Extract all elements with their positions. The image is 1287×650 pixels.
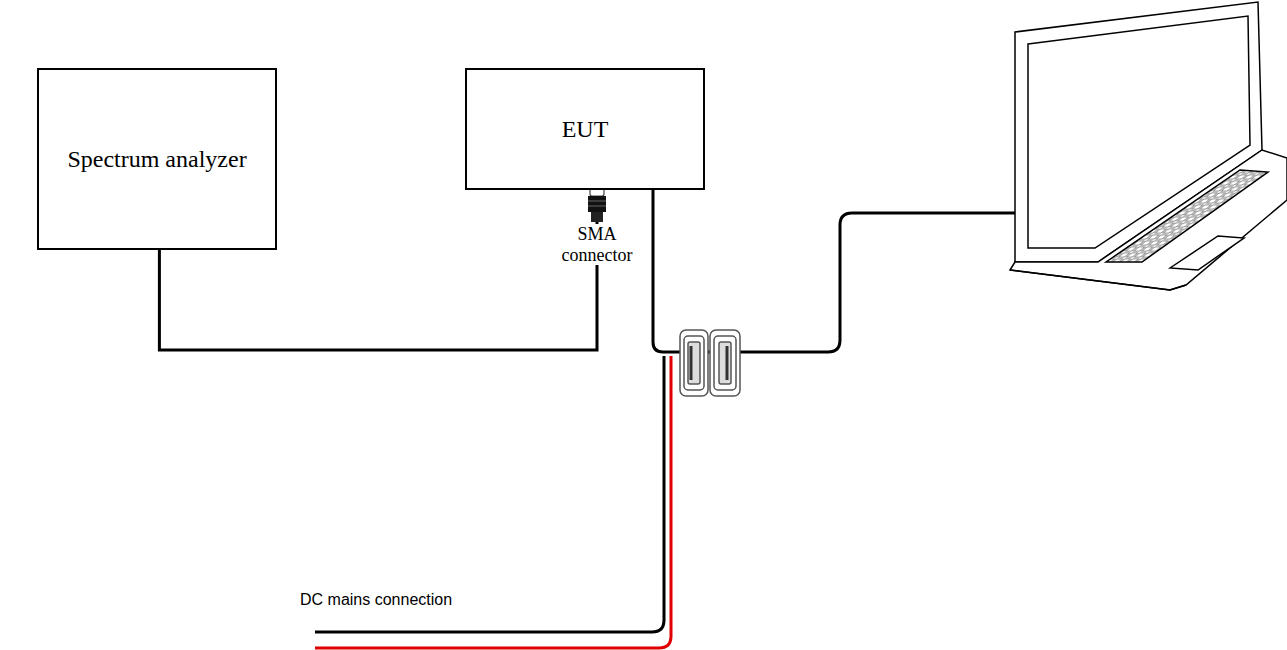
box-label: Spectrum analyzer <box>57 140 256 179</box>
equipment-box: Spectrum analyzer <box>37 68 277 250</box>
laptop <box>1010 2 1287 290</box>
supply-label: DC mains connection <box>300 590 540 609</box>
usb-cable <box>653 190 1022 352</box>
cable-connector <box>680 330 740 396</box>
equipment-box: EUT <box>465 68 705 190</box>
connector-label: SMA connector <box>557 224 637 265</box>
box-label: EUT <box>552 110 619 149</box>
